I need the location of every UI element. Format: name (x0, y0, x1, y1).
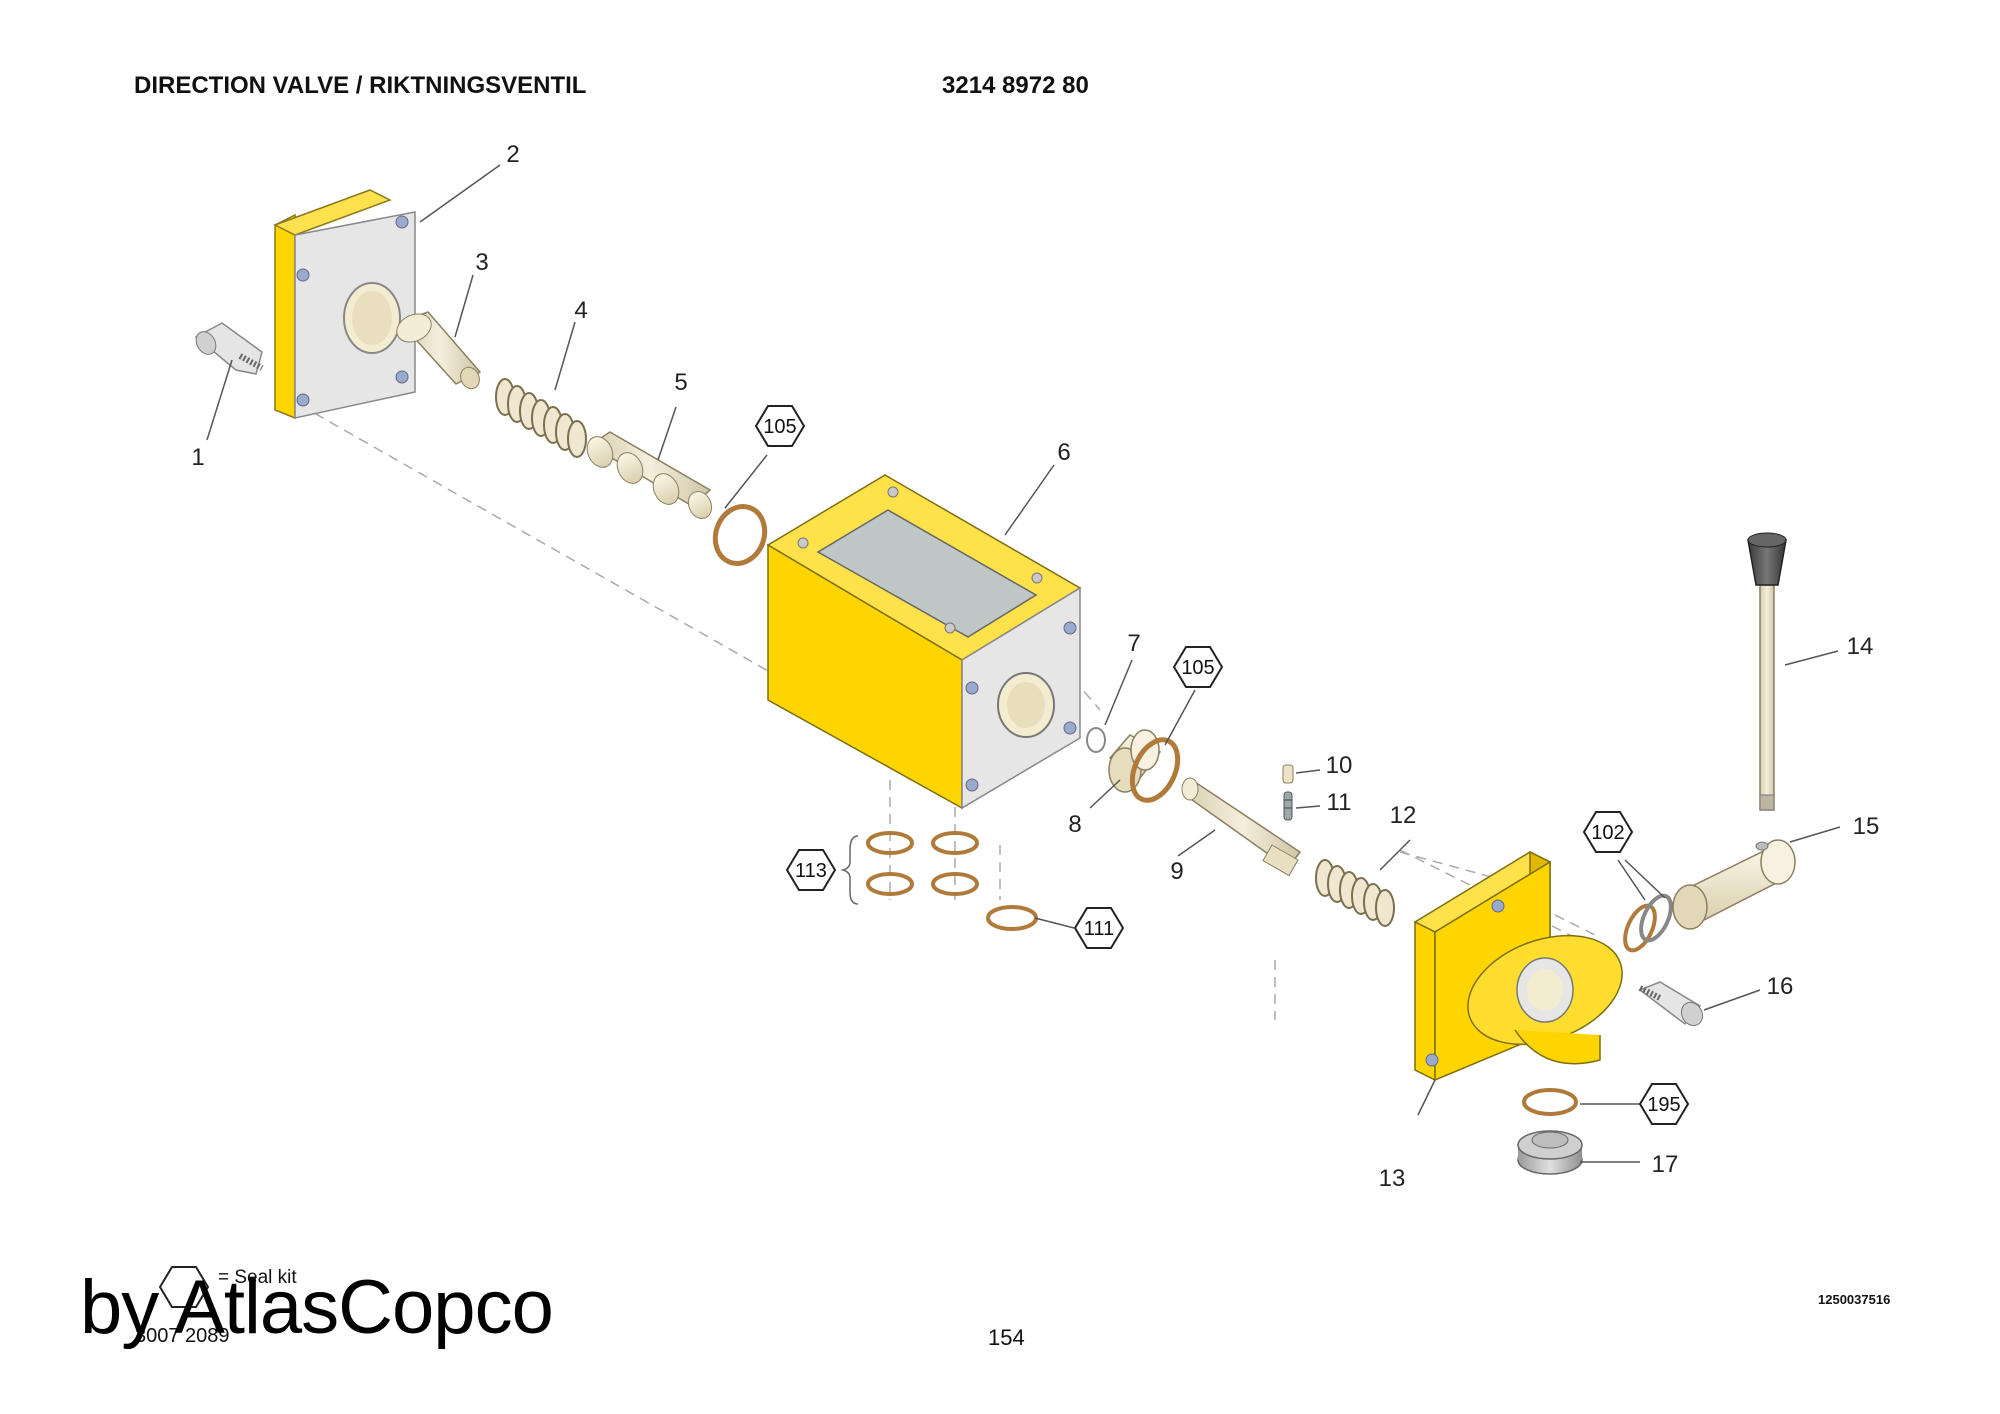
seal-kit-tag-105-upper (754, 405, 806, 447)
seal-kit-tag-labels: 105 105 113 111 102 195 (763, 416, 1680, 1116)
seal-kit-legend-hexagon (158, 1266, 210, 1308)
callout-16: 16 (1767, 973, 1794, 1000)
page-number: 154 (988, 1325, 1025, 1350)
oring-102-b (1639, 893, 1673, 943)
callout-11: 11 (1327, 789, 1352, 816)
callout-13: 13 (1379, 1165, 1406, 1192)
callout-9: 9 (1170, 858, 1183, 885)
callout-4: 4 (574, 297, 587, 324)
part-17-plug (1517, 1130, 1583, 1175)
part-5-spool (586, 431, 713, 520)
callout-12: 12 (1390, 802, 1417, 829)
callout-6: 6 (1057, 439, 1070, 466)
seal-kit-tag-111 (1073, 907, 1125, 949)
image-number: 1250037516 (1818, 1292, 1891, 1307)
callout-8: 8 (1068, 811, 1081, 838)
seal-kit-113-label: 113 (795, 860, 827, 882)
part-13-lever-housing (1413, 850, 1623, 1082)
oring-set-113 (866, 831, 979, 896)
callout-14: 14 (1847, 633, 1874, 660)
seal-kit-tag-195 (1638, 1083, 1690, 1125)
callout-5: 5 (674, 369, 687, 396)
part-9-shaft (1181, 777, 1302, 877)
part-1-cap-screw (194, 322, 264, 375)
seal-kit-tag-113 (785, 849, 837, 891)
part-3-piston-rod (396, 311, 482, 390)
seal-kit-tag-105-lower (1172, 646, 1224, 688)
callout-3: 3 (475, 249, 488, 276)
callout-2: 2 (506, 141, 519, 168)
part-4-spring (495, 378, 587, 458)
diagram-title: DIRECTION VALVE / RIKTNINGSVENTIL (134, 72, 587, 99)
callout-7: 7 (1127, 630, 1140, 657)
oring-195 (1522, 1088, 1578, 1116)
seal-kit-102-label: 102 (1591, 822, 1624, 844)
part-11-plunger (1283, 791, 1293, 821)
oring-105-lower (1129, 737, 1181, 803)
callout-17: 17 (1652, 1151, 1679, 1178)
oring-111 (986, 905, 1038, 931)
callout-numbers: 1 2 3 4 5 6 7 8 9 10 11 12 13 14 15 16 1… (191, 141, 1879, 1192)
seal-kit-105-upper-label: 105 (763, 416, 796, 438)
seal-kit-legend-text: = Seal kit (218, 1267, 297, 1288)
part-number: 3214 8972 80 (942, 72, 1089, 99)
part-14-lever-handle (1747, 532, 1787, 811)
part-2-end-cover (273, 189, 416, 420)
leader-lines (206, 164, 1841, 1163)
seal-kit-195-label: 195 (1647, 1094, 1680, 1116)
oring-105-upper (712, 504, 768, 566)
callout-1: 1 (191, 444, 204, 471)
part-7-ring (1086, 727, 1106, 753)
part-15-sleeve (1672, 839, 1796, 930)
seal-kit-tag-102 (1582, 811, 1634, 853)
callout-15: 15 (1853, 813, 1880, 840)
callout-10: 10 (1326, 752, 1353, 779)
seal-kit-tags (754, 405, 1690, 1125)
part-12-spring (1315, 859, 1395, 927)
part-10-pin (1282, 764, 1294, 784)
part-6-valve-body (766, 474, 1082, 810)
seal-kit-105-lower-label: 105 (1181, 657, 1214, 679)
part-16-cap-screw (1638, 981, 1704, 1027)
seal-kit-113-brace (840, 835, 859, 905)
watermark: by AtlasCopco (80, 1265, 554, 1350)
document-code: 3007 2089 (135, 1325, 230, 1347)
seal-kit-111-label: 111 (1084, 918, 1114, 940)
